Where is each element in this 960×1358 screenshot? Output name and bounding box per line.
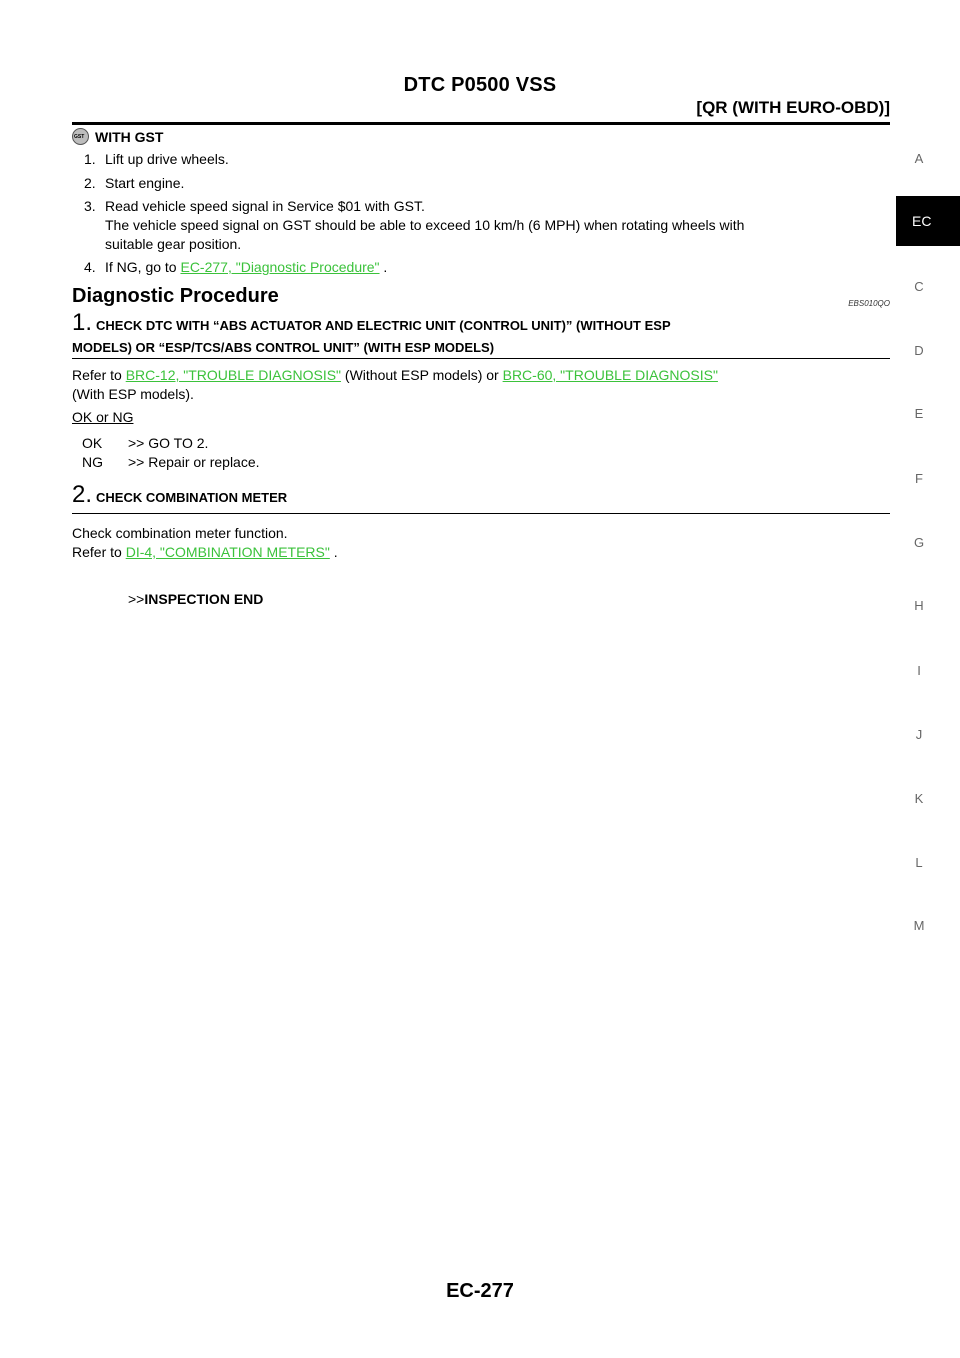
section-title: Diagnostic Procedure [72,285,279,307]
step-2-rule [72,513,890,514]
step-number: 1. [84,151,96,167]
page-number: EC-277 [446,1280,514,1302]
index-letter-f[interactable]: F [915,471,923,486]
link-brc-12[interactable]: BRC-12, "TROUBLE DIAGNOSIS" [125,367,342,383]
ok-label: OK [82,435,103,451]
body-text: (Without ESP models) or [341,367,503,383]
step-number: 3. [84,198,96,214]
step-2-line2: Refer to DI-4, "COMBINATION METERS" . [72,543,338,562]
ng-label: NG [82,454,103,470]
ng-action: >> Repair or replace. [128,454,260,470]
step-1-rule [72,358,890,359]
gst-label: WITH GST [95,128,164,145]
step-2-line1: Check combination meter function. [72,525,288,541]
index-letter-i[interactable]: I [917,663,921,678]
gst-step-2: 2. Start engine. [84,174,184,193]
section-code: EBS010QO [848,299,890,308]
step-text: Read vehicle speed signal in Service $01… [105,198,425,214]
gst-heading: WITH GST [72,128,163,145]
gst-icon [72,128,89,145]
index-letter-m[interactable]: M [913,918,925,933]
check-step-1-heading-line2: MODELS) OR “ESP/TCS/ABS CONTROL UNIT” (W… [72,340,495,355]
gst-step-3-continuation-2: suitable gear position. [105,236,242,252]
check-step-number: 1. [72,309,93,336]
check-step-number: 2. [72,481,93,508]
index-letter-k[interactable]: K [914,791,924,806]
body-text: Refer to [72,367,126,383]
page-title: DTC P0500 VSS [403,74,557,96]
step-1-body-line2: (With ESP models). [72,386,194,402]
step-1-body: Refer to BRC-12, "TROUBLE DIAGNOSIS" (Wi… [72,366,890,385]
index-letter-c[interactable]: C [914,279,924,294]
index-letter-ec-active[interactable]: EC [896,196,960,246]
index-letter-a[interactable]: A [914,151,924,166]
gst-step-3-continuation: The vehicle speed signal on GST should b… [105,217,745,233]
header-rule [72,122,890,125]
check-step-1-heading: 1.CHECK DTC WITH “ABS ACTUATOR AND ELECT… [72,309,671,337]
page-subtitle: [QR (WITH EURO-OBD)] [696,98,890,117]
end-marker: >> [128,591,145,607]
index-letter-g[interactable]: G [913,535,925,550]
gst-step-4: 4. If NG, go to EC-277, "Diagnostic Proce… [84,258,387,277]
step-number: 4. [84,259,96,275]
ok-ng-label: OK or NG [72,409,134,425]
body-text: . [329,544,338,560]
link-brc-60[interactable]: BRC-60, "TROUBLE DIAGNOSIS" [502,367,718,383]
gst-step-1: 1. Lift up drive wheels. [84,150,229,169]
index-letter-h[interactable]: H [914,598,924,613]
step-text: Lift up drive wheels. [105,151,229,167]
index-letter-d[interactable]: D [914,343,924,358]
check-step-2-heading: 2.CHECK COMBINATION METER [72,481,287,509]
step-text: If NG, go to [105,259,181,275]
step-number: 2. [84,175,96,191]
step-tail: . [379,259,388,275]
gst-step-3: 3. Read vehicle speed signal in Service $… [84,197,425,216]
check-step-title: CHECK COMBINATION METER [96,490,288,505]
link-ec-277[interactable]: EC-277, "Diagnostic Procedure" [180,259,380,275]
ok-action: >> GO TO 2. [128,435,209,451]
check-step-title-line1: CHECK DTC WITH “ABS ACTUATOR AND ELECTRI… [96,318,671,333]
inspection-end: >>INSPECTION END [128,590,263,609]
link-di-4[interactable]: DI-4, "COMBINATION METERS" [125,544,330,560]
body-text: Refer to [72,544,126,560]
index-letter-l[interactable]: L [915,855,923,870]
end-text: INSPECTION END [144,591,264,607]
step-text: Start engine. [105,175,185,191]
index-letter-e[interactable]: E [914,406,924,421]
index-letter-j[interactable]: J [915,727,923,742]
